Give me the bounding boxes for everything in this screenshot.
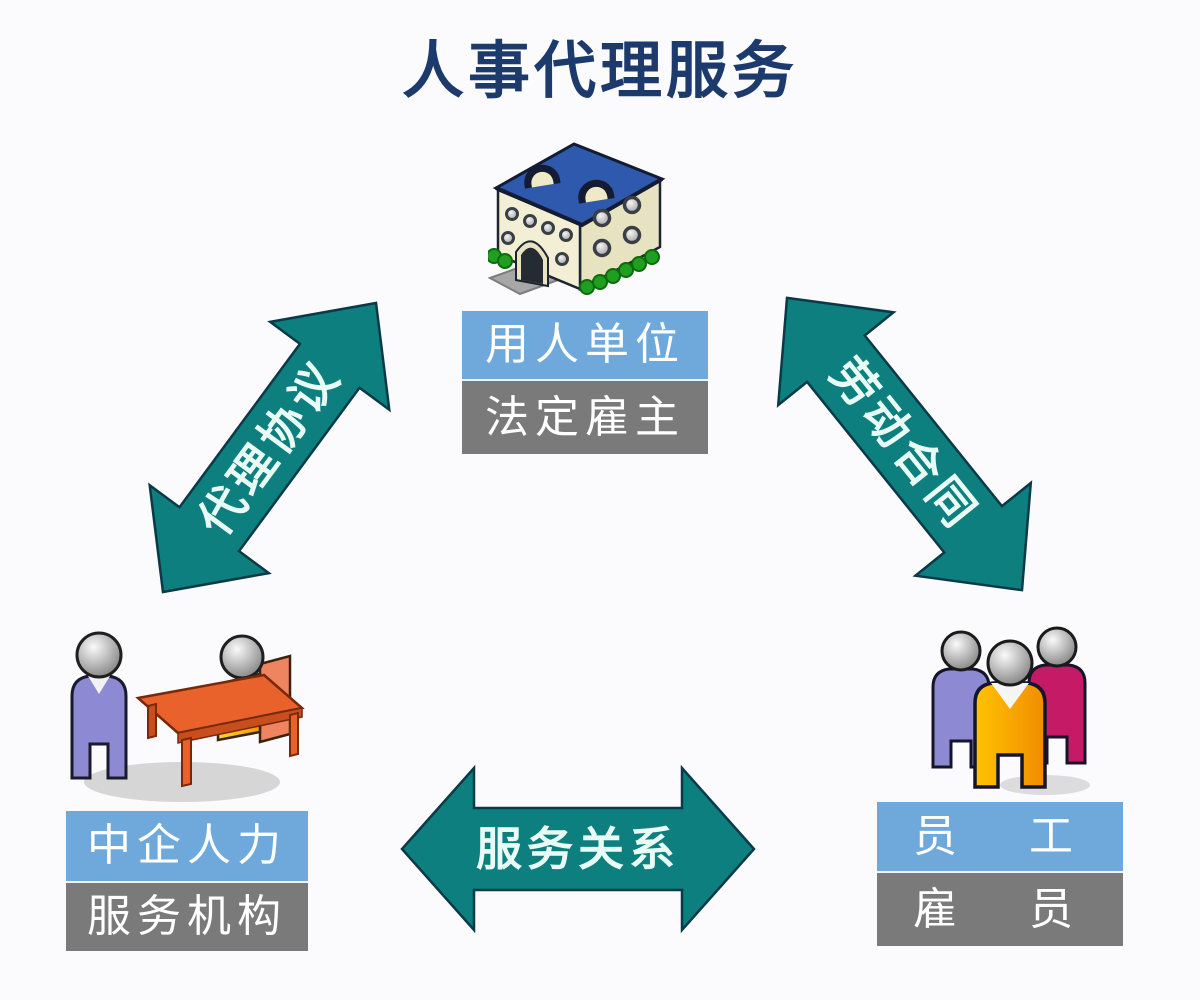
employee-node: 员 工 雇 员 xyxy=(877,802,1123,946)
agency-secondary-label: 服务机构 xyxy=(66,883,308,951)
service-relation-arrow: 服务关系 xyxy=(400,764,756,934)
meeting-table-icon xyxy=(70,631,305,802)
employer-secondary-label: 法定雇主 xyxy=(462,381,708,454)
employee-primary-label: 员 工 xyxy=(877,802,1123,873)
double-arrow-icon xyxy=(400,764,756,934)
office-building-icon xyxy=(488,142,666,296)
agency-primary-label: 中企人力 xyxy=(66,811,308,883)
employee-secondary-label: 雇 员 xyxy=(877,873,1123,946)
service-relation-label: 服务关系 xyxy=(476,823,680,875)
double-arrow-icon xyxy=(776,296,1033,592)
agency-agreement-arrow: 代理协议 xyxy=(148,301,391,594)
page-title: 人事代理服务 xyxy=(401,38,798,106)
double-arrow-icon xyxy=(148,301,391,594)
labor-contract-label: 劳动合同 xyxy=(820,348,988,540)
agency-agreement-label: 代理协议 xyxy=(187,350,351,546)
labor-contract-arrow: 劳动合同 xyxy=(776,296,1033,592)
agency-node: 中企人力 服务机构 xyxy=(66,811,308,951)
employer-node: 用人单位 法定雇主 xyxy=(462,311,708,454)
employer-primary-label: 用人单位 xyxy=(462,311,708,381)
people-group-icon xyxy=(931,626,1090,795)
